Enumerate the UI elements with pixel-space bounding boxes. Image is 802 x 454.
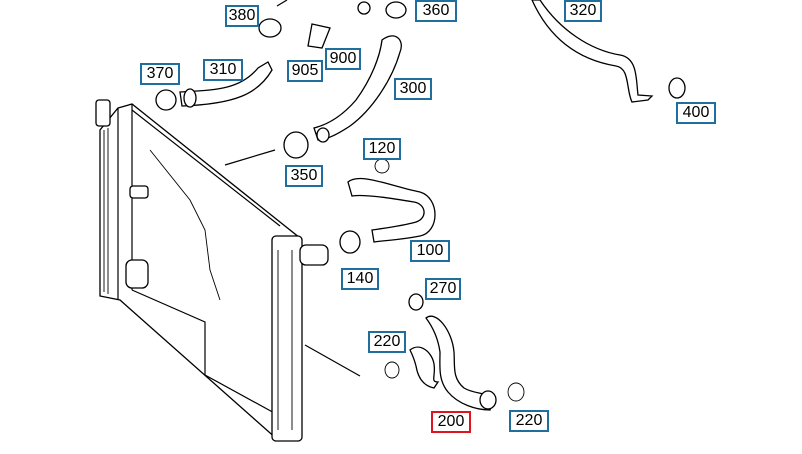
radiator-illustration [95, 99, 361, 442]
callout-120[interactable]: 120 [363, 138, 401, 160]
callout-370[interactable]: 370 [140, 63, 180, 85]
callout-400[interactable]: 400 [676, 102, 716, 124]
callout-350[interactable]: 350 [285, 165, 323, 187]
callout-320[interactable]: 320 [564, 0, 602, 22]
callout-200[interactable]: 200 [431, 411, 471, 433]
hose-310 [179, 61, 273, 107]
hose-100 [347, 177, 436, 243]
callout-100[interactable]: 100 [410, 240, 450, 262]
callout-900[interactable]: 900 [325, 48, 361, 70]
callout-220-right[interactable]: 220 [509, 410, 549, 432]
callout-140[interactable]: 140 [341, 268, 379, 290]
clamps [155, 1, 686, 410]
callout-310[interactable]: 310 [203, 59, 243, 81]
hose-320 [531, 0, 654, 103]
callout-380[interactable]: 380 [225, 5, 259, 27]
callout-300[interactable]: 300 [394, 78, 432, 100]
callout-220-left[interactable]: 220 [368, 331, 406, 353]
hose-300 [313, 35, 402, 141]
callout-360[interactable]: 360 [415, 0, 457, 22]
callout-270[interactable]: 270 [425, 278, 461, 300]
callout-905[interactable]: 905 [287, 60, 323, 82]
